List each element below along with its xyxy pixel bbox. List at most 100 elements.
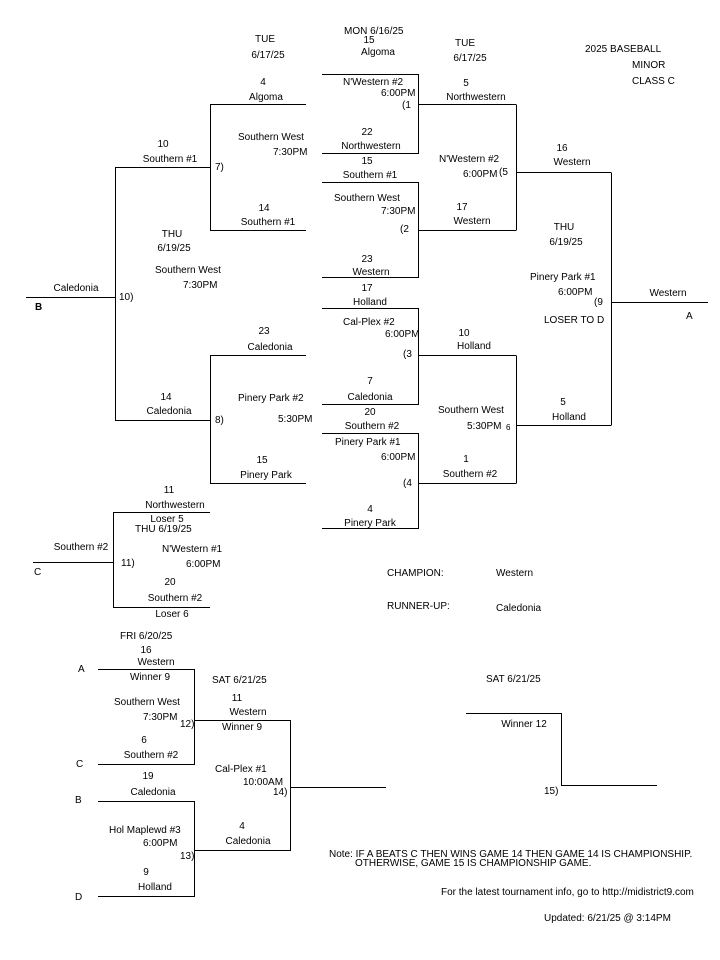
seed-number: 10 <box>157 139 169 150</box>
date-label: 6/19/25 <box>157 243 191 254</box>
team-name: Western <box>553 157 591 168</box>
bracket-slot-letter: A <box>78 664 85 675</box>
team-name: Algoma <box>249 92 283 103</box>
seed-number: 20 <box>364 407 376 418</box>
game-number: 12) <box>180 719 195 730</box>
team-name: Southern #1 <box>240 217 296 228</box>
team-name: Caledonia <box>347 392 393 403</box>
seed-number: 4 <box>239 821 245 832</box>
championship-note-continued: OTHERWISE, GAME 15 IS CHAMPIONSHIP GAME. <box>355 858 592 869</box>
loser-note: LOSER TO D <box>544 315 605 326</box>
team-name: Northwestern <box>446 92 506 103</box>
seed-number: 9 <box>143 867 149 878</box>
game-7-bracket <box>115 104 306 231</box>
champion-label: CHAMPION: <box>387 568 444 579</box>
game-number: (9 <box>594 297 603 308</box>
runnerup-team: Caledonia <box>496 603 542 614</box>
seed-number: 22 <box>361 127 373 138</box>
game-number: 10) <box>119 292 134 303</box>
game-time: 6:00PM <box>186 559 221 570</box>
seed-number: 23 <box>258 326 270 337</box>
team-name: Holland <box>552 412 586 423</box>
field-name: Hol Maplewd #3 <box>109 825 181 836</box>
seed-number: 14 <box>160 392 172 403</box>
bracket-slot-letter: C <box>76 759 84 770</box>
date-label: 6/19/25 <box>549 237 583 248</box>
field-name: Southern West <box>438 405 504 416</box>
runnerup-label: RUNNER-UP: <box>387 601 450 612</box>
game-number: 14) <box>273 787 288 798</box>
day-label: TUE <box>455 38 475 49</box>
field-name: Cal-Plex #2 <box>343 317 395 328</box>
team-name: Caledonia <box>225 836 271 847</box>
seed-number: 1 <box>463 454 469 465</box>
team-name: Southern #1 <box>142 154 198 165</box>
team-name: Pinery Park <box>344 518 396 529</box>
winner-note: Winner 12 <box>501 719 547 730</box>
bracket-slot-letter: C <box>34 567 42 578</box>
field-name: Cal-Plex #1 <box>215 764 267 775</box>
tournament-info-link[interactable]: For the latest tournament info, go to ht… <box>441 887 694 898</box>
team-name: Pinery Park <box>240 470 292 481</box>
seed-number: 17 <box>456 202 468 213</box>
game-number: (3 <box>403 349 412 360</box>
day-label: TUE <box>255 34 275 45</box>
championship-note: Note: IF A BEATS C THEN WINS GAME 14 THE… <box>329 849 693 860</box>
game-1-bracket <box>322 74 516 154</box>
day-date-label: THU 6/19/25 <box>135 524 192 535</box>
day-date-label: FRI 6/20/25 <box>120 631 173 642</box>
team-name: Western <box>229 707 267 718</box>
game-time: 6:00PM <box>381 88 416 99</box>
game-number: (5 <box>499 167 508 178</box>
seed-number: 4 <box>260 77 266 88</box>
team-name: Holland <box>457 341 491 352</box>
team-name: Southern #2 <box>123 750 179 761</box>
day-date-label: SAT 6/21/25 <box>486 674 541 685</box>
team-name: Southern #2 <box>147 593 203 604</box>
game-time: 10:00AM <box>243 777 284 788</box>
seed-number: 15 <box>361 156 373 167</box>
loser-note: Loser 6 <box>155 609 189 620</box>
game-time: 7:30PM <box>143 712 178 723</box>
game-time: 7:30PM <box>273 147 308 158</box>
champion-team: Western <box>496 568 534 579</box>
game-2-bracket <box>322 182 516 278</box>
game-11-bracket <box>33 512 210 608</box>
game-number: 11) <box>121 558 135 569</box>
team-name: Caledonia <box>130 787 176 798</box>
day-label: THU <box>161 229 183 240</box>
team-name: Caledonia <box>146 406 192 417</box>
seed-number: 15 <box>256 455 268 466</box>
game-10-bracket <box>26 167 116 421</box>
semifinal-winner: Caledonia <box>53 283 99 294</box>
field-name: N'Western #1 <box>162 544 223 555</box>
bracket-slot-letter: D <box>75 892 83 903</box>
game-13-bracket <box>98 801 291 897</box>
field-name: Southern West <box>114 697 180 708</box>
seed-number: 19 <box>142 771 154 782</box>
field-name: Southern West <box>155 265 221 276</box>
game-number: 7) <box>215 162 224 173</box>
date-label: 6/17/25 <box>453 53 487 64</box>
team-name: Western <box>453 216 491 227</box>
game-3-bracket <box>322 308 516 405</box>
game-14-bracket <box>290 720 386 851</box>
seed-number: 14 <box>258 203 270 214</box>
seed-number: 10 <box>458 328 470 339</box>
seed-number: 23 <box>361 254 373 265</box>
date-label: 6/17/25 <box>251 50 285 61</box>
game-number: 15) <box>544 786 559 797</box>
seed-number: 7 <box>367 376 373 387</box>
game-time: 6:00PM <box>463 169 498 180</box>
loser-note: Loser 5 <box>150 514 184 525</box>
field-name: Southern West <box>238 132 304 143</box>
team-name: Northwestern <box>145 500 205 511</box>
game-number: 8) <box>215 415 224 426</box>
game-number: (4 <box>403 478 412 489</box>
team-name: Southern #2 <box>344 421 400 432</box>
game-5-bracket <box>516 104 611 231</box>
day-date-label: SAT 6/21/25 <box>212 675 267 686</box>
game-12-bracket <box>98 669 291 765</box>
